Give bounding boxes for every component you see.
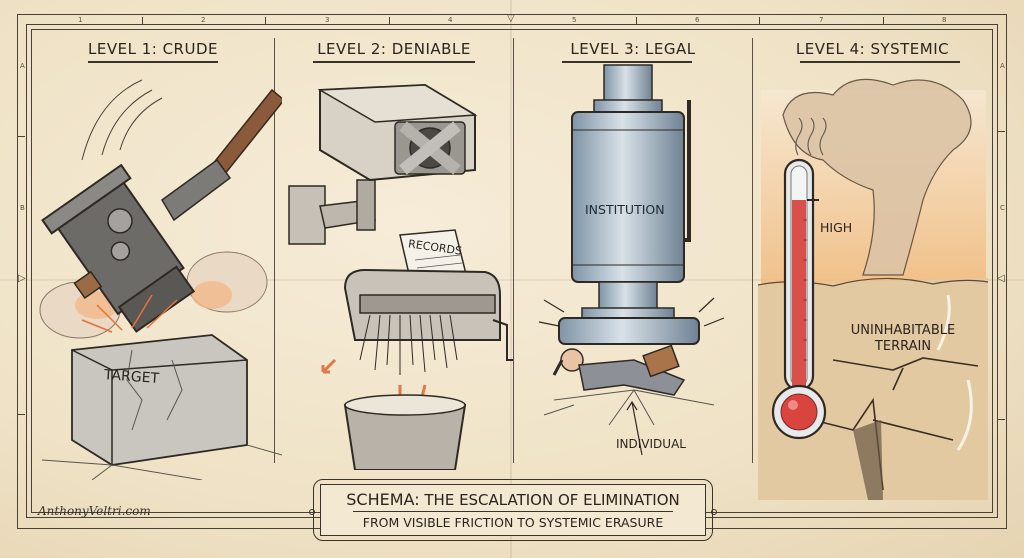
ruler-tick (636, 17, 637, 24)
ruler-tick (265, 17, 266, 24)
ruler-tick (759, 17, 760, 24)
ruler-number: 5 (572, 16, 577, 24)
sledgehammer-illustration-icon (39, 79, 282, 480)
ruler-tick (998, 419, 1005, 420)
high-label: HIGH (820, 220, 853, 235)
paper-fold-horizontal (0, 279, 1024, 281)
ruler-tick (18, 136, 25, 137)
wasteland-illustration-icon (757, 78, 989, 500)
schema-heading: SCHEMA: THE ESCALATION OF ELIMINATION (321, 490, 705, 509)
panel-divider (513, 38, 514, 463)
panel-divider (274, 38, 275, 463)
center-mark-icon: ◁ (997, 273, 1005, 284)
title-block: SCHEMA: THE ESCALATION OF ELIMINATION FR… (309, 484, 717, 536)
schema-heading-rest: THE ESCALATION OF ELIMINATION (424, 491, 680, 509)
ruler-letter: C (1000, 204, 1005, 212)
ruler-tick (142, 17, 143, 24)
ruler-tick (18, 414, 25, 415)
ruler-letter: A (1000, 62, 1005, 70)
ruler-number: 7 (819, 16, 824, 24)
center-mark-icon: ▷ (18, 273, 26, 284)
institution-label: INSTITUTION (585, 202, 665, 217)
paper-fold-vertical (510, 0, 512, 558)
ruler-number: 6 (695, 16, 700, 24)
terrain-label-line2: TERRAIN (874, 339, 932, 354)
ruler-number: 2 (201, 16, 206, 24)
ruler-tick (389, 17, 390, 24)
schema-heading-lead: SCHEMA: (346, 490, 420, 509)
panel-title: LEVEL 4: SYSTEMIC (795, 40, 950, 58)
camera-shredder-illustration-icon (288, 83, 513, 470)
panel-title: LEVEL 2: DENIABLE (317, 40, 471, 58)
panel-title: LEVEL 1: CRUDE (88, 40, 218, 58)
signature-text: AnthonyVeltri.com (38, 504, 151, 518)
title-underline (313, 61, 475, 63)
bolt-icon (711, 509, 717, 515)
panel-divider (752, 38, 753, 463)
ruler-letter: A (20, 62, 25, 70)
individual-label: INDIVIDUAL (616, 437, 686, 451)
ruler-number: 1 (78, 16, 83, 24)
ruler-number: 4 (448, 16, 453, 24)
hydraulic-press-illustration-icon (538, 64, 725, 456)
title-underline (800, 61, 960, 63)
ruler-letter: B (20, 204, 25, 212)
ruler-number: 3 (325, 16, 330, 24)
panel-level-4: LEVEL 4: SYSTEMIC (753, 30, 992, 500)
schema-divider (353, 511, 673, 512)
ruler-tick (998, 131, 1005, 132)
center-mark-icon: ▽ (507, 13, 515, 24)
ruler-tick (883, 17, 884, 24)
title-underline (88, 61, 218, 63)
schema-subheading: FROM VISIBLE FRICTION TO SYSTEMIC ERASUR… (362, 515, 664, 530)
title-underline (562, 61, 692, 63)
panel-level-1: LEVEL 1: CRUDE (32, 30, 282, 480)
panel-title: LEVEL 3: LEGAL (570, 40, 696, 58)
panel-level-2: LEVEL 2: DENIABLE (275, 30, 513, 470)
bolt-icon (309, 509, 315, 515)
terrain-label-line1: UNINHABITABLE (850, 323, 956, 338)
panel-level-3: LEVEL 3: LEGAL (514, 30, 752, 470)
ruler-number: 8 (942, 16, 947, 24)
